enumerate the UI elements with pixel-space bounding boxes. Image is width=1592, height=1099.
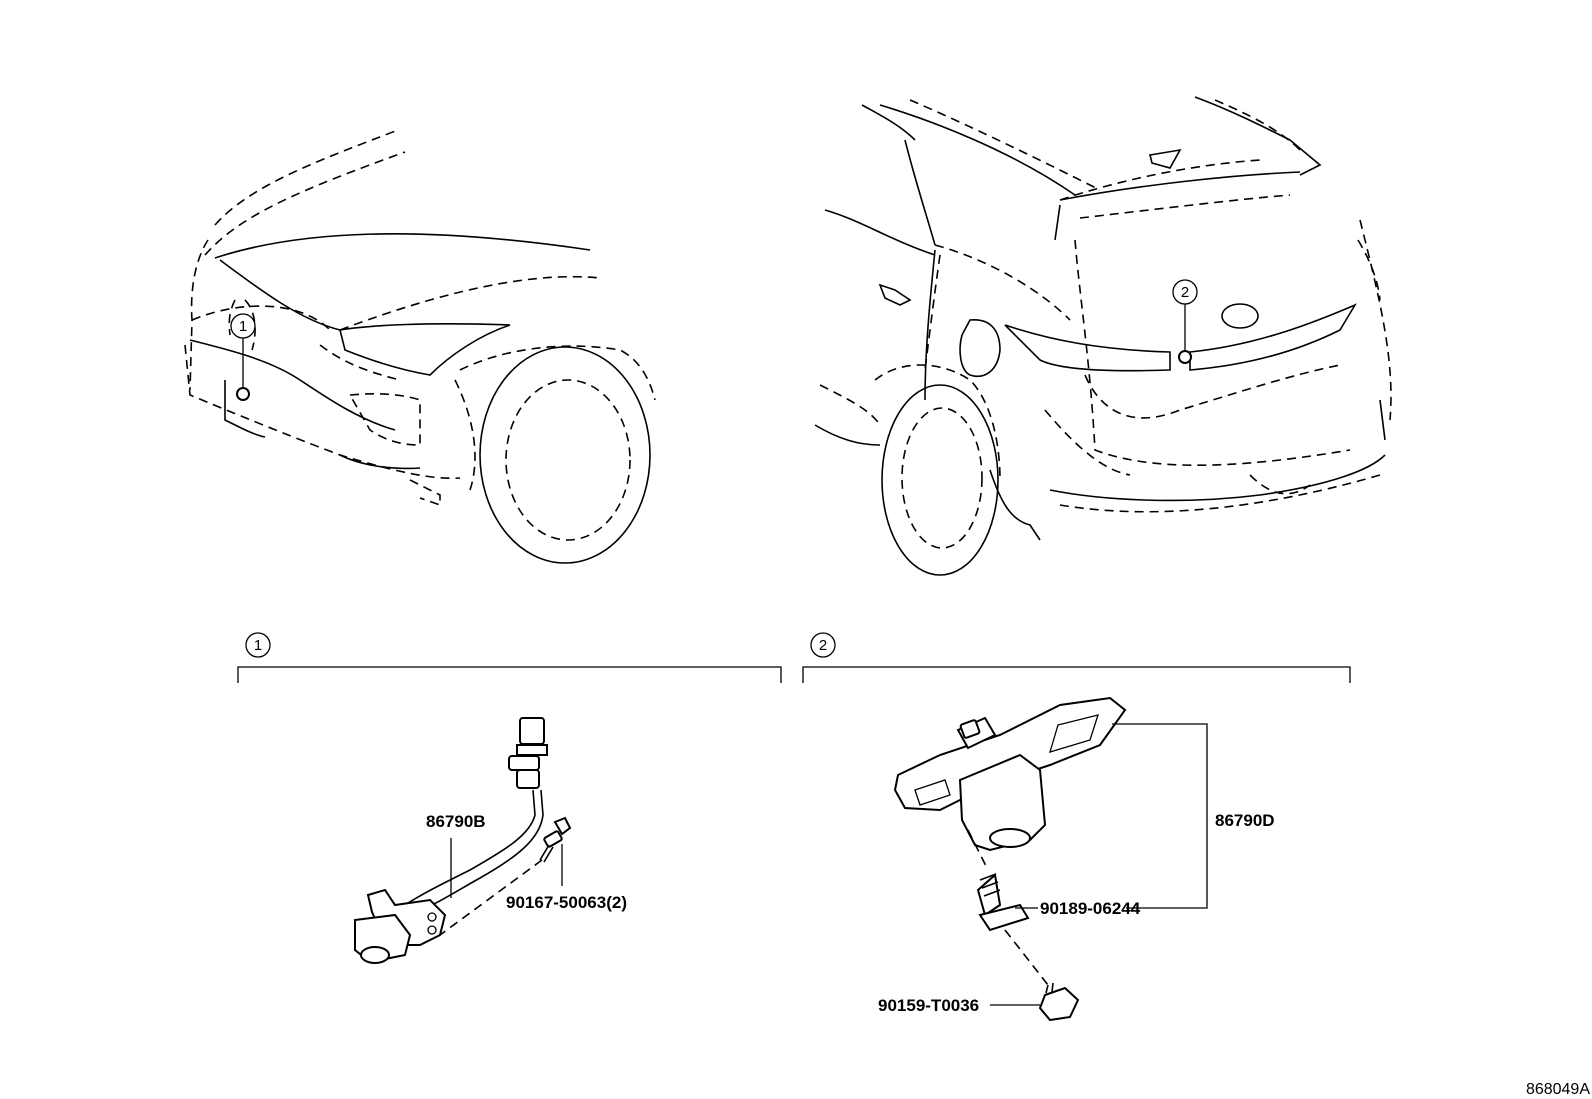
group-2: 2 86790D 90189-0 (802, 632, 1351, 1022)
part-label-90189-06244: 90189-06244 (1040, 899, 1141, 918)
group-1-callout-label: 1 (254, 637, 262, 654)
rear-vehicle-view: 2 (814, 96, 1392, 576)
part-label-86790B: 86790B (426, 812, 486, 831)
front-camera-location-marker (236, 387, 250, 401)
group-2-callout-circle (810, 632, 836, 658)
diagram-reference-number: 868049A (1526, 1081, 1590, 1098)
group-2-callout-label: 2 (819, 637, 827, 654)
part-label-90159-T0036: 90159-T0036 (878, 996, 979, 1015)
group-1-callout-circle (245, 632, 271, 658)
rear-camera-location-marker (1178, 350, 1192, 364)
part-label-90167-50063: 90167-50063(2) (506, 893, 627, 912)
part-label-86790D: 86790D (1215, 811, 1275, 830)
group-2-bracket (802, 666, 1351, 683)
group-1-bracket (237, 666, 782, 683)
front-camera-assembly (354, 717, 572, 964)
rear-camera-assembly (893, 696, 1127, 1022)
callout-rear-label: 2 (1181, 284, 1189, 301)
front-vehicle-view: 1 (184, 129, 656, 564)
group-1: 1 86790B 90167-50063(2) (237, 632, 782, 964)
callout-front-label: 1 (239, 318, 247, 335)
